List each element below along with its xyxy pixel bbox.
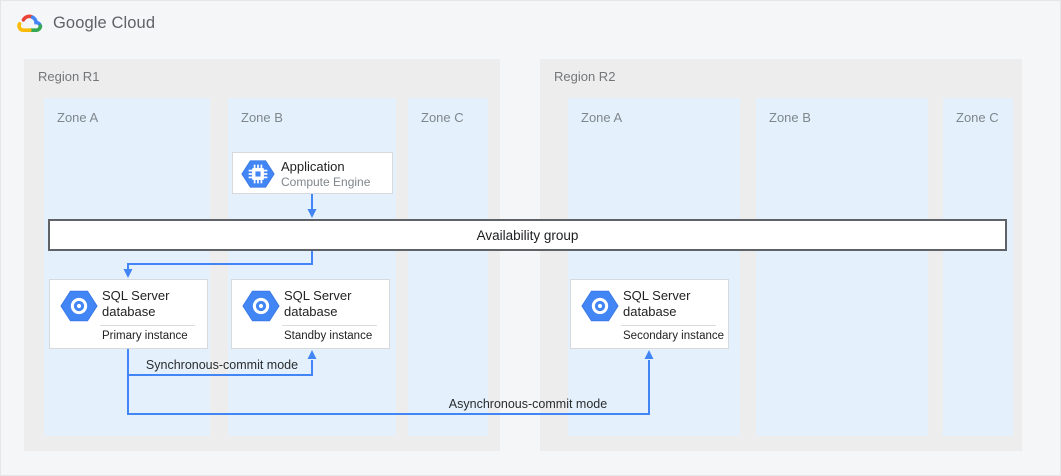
divider (621, 325, 716, 326)
sql-secondary-instance-label: Secondary instance (623, 330, 725, 342)
zone-label: Zone C (421, 110, 464, 125)
zone-label: Zone C (956, 110, 999, 125)
async-commit-label: Asynchronous-commit mode (448, 397, 608, 411)
region-r1-zone-a: Zone A (44, 98, 210, 436)
google-cloud-logo: Google Cloud (16, 12, 155, 34)
logo-text: Google Cloud (53, 13, 156, 32)
sql-primary-node: SQL Server database Primary instance (49, 279, 208, 349)
sql-secondary-title: SQL Server database (623, 288, 691, 319)
region-r2-zone-b: Zone B (756, 98, 928, 436)
sync-commit-label: Synchronous-commit mode (145, 358, 299, 372)
sql-standby-node: SQL Server database Standby instance (231, 279, 390, 349)
region-r2-zone-a: Zone A (568, 98, 740, 436)
sql-standby-instance-label: Standby instance (284, 330, 373, 342)
zone-label: Zone B (769, 110, 811, 125)
cloud-sql-icon (242, 290, 280, 322)
zone-label: Zone B (241, 110, 283, 125)
cloud-sql-icon (60, 290, 98, 322)
availability-group-bar: Availability group (48, 219, 1007, 251)
compute-engine-icon (241, 160, 275, 188)
region-r1-label: Region R1 (38, 69, 100, 84)
divider (100, 325, 195, 326)
region-r2-zone-c: Zone C (943, 98, 1013, 436)
region-r2-label: Region R2 (554, 69, 616, 84)
application-subtitle: Compute Engine (281, 175, 371, 189)
sql-primary-instance-label: Primary instance (102, 330, 188, 342)
sql-primary-title: SQL Server database (102, 288, 170, 319)
region-r1-zone-c: Zone C (408, 98, 488, 436)
region-r1-zone-b: Zone B (228, 98, 396, 436)
divider (282, 325, 377, 326)
application-title: Application (281, 159, 345, 174)
zone-label: Zone A (581, 110, 623, 125)
availability-group-label: Availability group (476, 227, 579, 243)
region-r1: Region R1 Zone A Zone B Zone C (24, 59, 500, 451)
cloud-sql-icon (581, 290, 619, 322)
application-node: Application Compute Engine (232, 152, 393, 194)
sql-secondary-node: SQL Server database Secondary instance (570, 279, 729, 349)
sql-standby-title: SQL Server database (284, 288, 352, 319)
zone-label: Zone A (57, 110, 99, 125)
region-r2: Region R2 Zone A Zone B Zone C (540, 59, 1022, 451)
google-cloud-icon (17, 14, 43, 33)
